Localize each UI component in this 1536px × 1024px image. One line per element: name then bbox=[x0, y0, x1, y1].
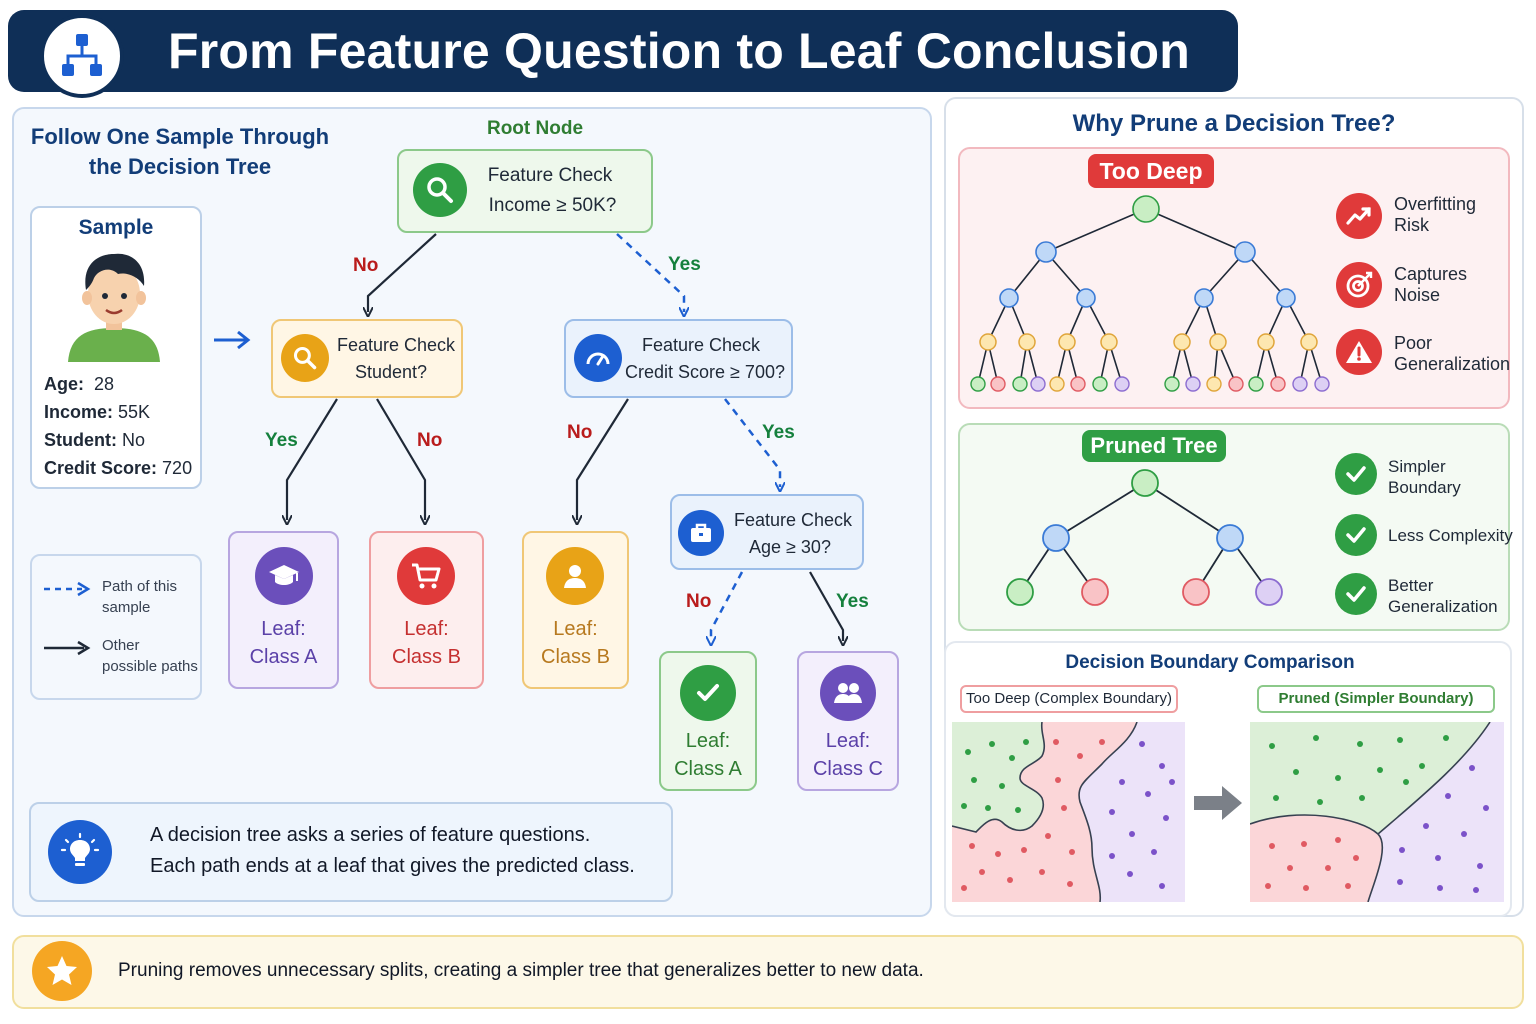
legend-card bbox=[30, 554, 202, 700]
deep-tree-graphic bbox=[970, 195, 1330, 392]
simple-boundary-plot bbox=[1250, 722, 1504, 902]
solid-arrow-icon bbox=[42, 640, 92, 656]
sample-student: Student: No bbox=[44, 430, 146, 450]
age-node-question: Age ≥ 30? bbox=[749, 537, 831, 557]
left-heading-line1: Follow One Sample Through bbox=[30, 124, 330, 149]
graduation-cap-icon bbox=[255, 547, 313, 605]
tree-logo-icon bbox=[40, 14, 124, 98]
lightbulb-icon bbox=[48, 820, 112, 884]
edge-label-root-yes: Yes bbox=[668, 254, 701, 275]
too-deep-box bbox=[958, 147, 1510, 409]
leaf-class-b-2-label: Leaf:Class B bbox=[541, 618, 610, 668]
leaf-class-b-label: Leaf:Class B bbox=[392, 618, 461, 668]
edge-credit-yes bbox=[724, 398, 780, 487]
edge-label-credit-no: No bbox=[567, 422, 593, 443]
info-box bbox=[29, 802, 673, 902]
student-node-title: Feature Check bbox=[336, 335, 456, 355]
too-deep-pill: Too Deep bbox=[1088, 154, 1214, 188]
warning-icon bbox=[1336, 329, 1382, 375]
root-node-question: Income ≥ 50K? bbox=[488, 195, 617, 216]
edge-label-student-yes: Yes bbox=[265, 430, 298, 451]
credit-node-question: Credit Score ≥ 700? bbox=[625, 362, 785, 382]
group-icon bbox=[820, 665, 876, 721]
right-heading: Why Prune a Decision Tree? bbox=[1072, 110, 1396, 137]
left-heading-line2: the Decision Tree bbox=[88, 154, 272, 179]
sample-title: Sample bbox=[78, 216, 154, 239]
too-deep-tag: Too Deep (Complex Boundary) bbox=[960, 685, 1178, 713]
info-line-1: A decision tree asks a series of feature… bbox=[150, 824, 591, 846]
pruned-tree-graphic bbox=[1006, 469, 1283, 606]
edge-student-no bbox=[376, 398, 425, 520]
footer-banner bbox=[12, 935, 1524, 1009]
complex-boundary-plot bbox=[952, 722, 1185, 902]
info-line-2: Each path ends at a leaf that gives the … bbox=[150, 855, 635, 877]
root-node-title: Feature Check bbox=[487, 165, 613, 186]
search-icon bbox=[281, 334, 329, 382]
gray-arrow-icon bbox=[1194, 786, 1242, 820]
check-circle-icon bbox=[1335, 514, 1377, 556]
legend-dashed-text: Path of this sample bbox=[102, 578, 178, 616]
title-bar bbox=[8, 10, 1238, 92]
user-icon bbox=[546, 547, 604, 605]
pruned-tree-pill: Pruned Tree bbox=[1082, 430, 1226, 462]
credit-node-title: Feature Check bbox=[641, 335, 761, 355]
leaf-class-a-label: Leaf:Class A bbox=[249, 618, 318, 668]
age-node-title: Feature Check bbox=[733, 510, 853, 530]
briefcase-icon bbox=[678, 510, 724, 556]
sample-credit-score: Credit Score: 720 bbox=[44, 458, 193, 478]
star-icon bbox=[32, 941, 92, 1001]
left-heading: Follow One Sample Through the Decision T… bbox=[30, 122, 330, 182]
sample-income: Income: 55K bbox=[44, 402, 151, 422]
target-icon bbox=[1336, 262, 1382, 308]
footer-text: Pruning removes unnecessary splits, crea… bbox=[118, 960, 924, 981]
legend-solid-text: Other possible paths bbox=[102, 637, 198, 675]
edge-root-yes bbox=[616, 233, 684, 312]
dashed-arrow-icon bbox=[42, 581, 92, 597]
student-node-question: Student? bbox=[354, 362, 428, 382]
sample-age: Age: 28 bbox=[44, 374, 115, 394]
search-icon bbox=[413, 163, 467, 217]
edge-root-no bbox=[368, 233, 437, 312]
edge-label-credit-yes: Yes bbox=[762, 422, 795, 443]
edge-age-yes bbox=[809, 571, 843, 641]
edge-age-no bbox=[711, 571, 744, 641]
edge-student-yes bbox=[287, 398, 338, 520]
root-node-label: Root Node bbox=[486, 118, 584, 139]
reason-less-complexity: Less Complexity bbox=[1388, 526, 1513, 545]
edge-credit-no bbox=[577, 398, 629, 520]
edge-label-student-no: No bbox=[417, 430, 443, 451]
page-title: From Feature Question to Leaf Conclusion bbox=[168, 23, 1190, 79]
edge-label-root-no: No bbox=[353, 255, 379, 276]
edge-label-age-yes: Yes bbox=[836, 591, 869, 612]
person-avatar-icon bbox=[66, 248, 162, 362]
comparison-heading: Decision Boundary Comparison bbox=[1065, 652, 1355, 673]
trend-up-icon bbox=[1336, 193, 1382, 239]
shopping-cart-icon bbox=[397, 547, 455, 605]
check-circle-icon bbox=[1335, 573, 1377, 615]
checkmark-icon bbox=[680, 665, 736, 721]
gauge-icon bbox=[574, 334, 622, 382]
leaf-class-c-label: Leaf:Class C bbox=[812, 730, 883, 780]
leaf-class-a-2-label: Leaf:Class A bbox=[674, 730, 742, 780]
pruned-tag: Pruned (Simpler Boundary) bbox=[1257, 685, 1495, 713]
tree-connectors bbox=[214, 233, 940, 800]
check-circle-icon bbox=[1335, 453, 1377, 495]
edge-label-age-no: No bbox=[686, 591, 712, 612]
